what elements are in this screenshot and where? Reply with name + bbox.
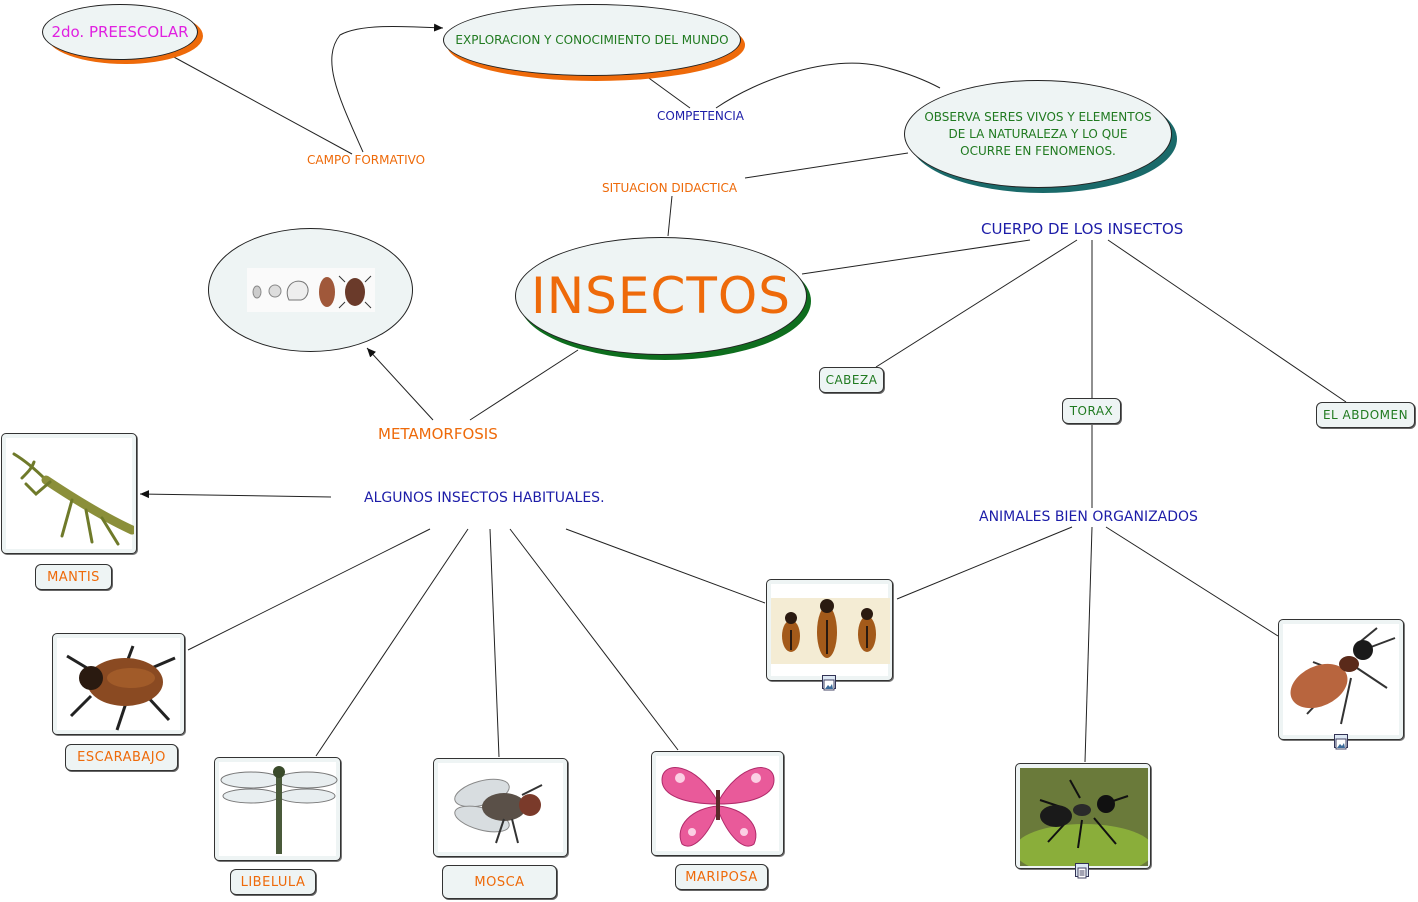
fly-image — [454, 778, 543, 844]
butterfly-image — [661, 767, 775, 847]
competency-label: OBSERVA SERES VIVOS Y ELEMENTOS DE LA NA… — [924, 109, 1152, 158]
metamorphosis-image-node[interactable] — [208, 228, 413, 352]
dragonfly-image — [220, 766, 338, 854]
insect-mosca[interactable]: MOSCA — [442, 865, 557, 899]
beetle-image — [66, 645, 176, 731]
body-part-cabeza-label: CABEZA — [825, 373, 878, 387]
insect-mariposa-label: MARIPOSA — [685, 869, 758, 885]
field-node[interactable]: EXPLORACION Y CONOCIMIENTO DEL MUNDO — [443, 4, 741, 76]
link-label-animales: ANIMALES BIEN ORGANIZADOS — [979, 509, 1198, 525]
insect-libelula-label: LIBELULA — [240, 874, 306, 890]
mosca-image-node[interactable] — [433, 758, 568, 857]
body-part-cabeza[interactable]: CABEZA — [819, 367, 884, 393]
grade-node[interactable]: 2do. PREESCOLAR — [42, 4, 198, 60]
image-attachment-icon[interactable] — [1334, 734, 1348, 750]
insect-escarabajo-label: ESCARABAJO — [77, 750, 166, 765]
insect-mantis-label: MANTIS — [47, 569, 100, 585]
bees-image-node[interactable] — [766, 579, 893, 681]
bees-image — [771, 598, 890, 664]
link-label-algunos: ALGUNOS INSECTOS HABITUALES. — [364, 490, 605, 506]
image-attachment-icon[interactable] — [822, 675, 836, 691]
insect-mariposa[interactable]: MARIPOSA — [675, 864, 768, 890]
insect-mosca-label: MOSCA — [474, 874, 525, 890]
document-attachment-icon[interactable] — [1075, 863, 1089, 879]
insect-escarabajo[interactable]: ESCARABAJO — [65, 744, 178, 771]
grade-label: 2do. PREESCOLAR — [51, 23, 189, 41]
mantis-image-node[interactable] — [1, 433, 137, 554]
main-topic-node[interactable]: INSECTOS — [515, 237, 807, 355]
body-part-abdomen[interactable]: EL ABDOMEN — [1316, 402, 1415, 428]
insect-mantis[interactable]: MANTIS — [35, 564, 112, 590]
libelula-image-node[interactable] — [214, 757, 341, 861]
ant-diagram-image — [1290, 627, 1396, 725]
mantis-image — [12, 452, 136, 546]
mariposa-image-node[interactable] — [651, 751, 784, 856]
link-label-situacion: SITUACION DIDACTICA — [602, 181, 738, 195]
field-label: EXPLORACION Y CONOCIMIENTO DEL MUNDO — [455, 33, 729, 47]
metamorphosis-stages-image — [246, 268, 375, 312]
body-part-abdomen-label: EL ABDOMEN — [1322, 408, 1409, 422]
ant-on-leaf-image — [1016, 768, 1150, 868]
link-label-campo: CAMPO FORMATIVO — [307, 153, 426, 167]
competency-node[interactable]: OBSERVA SERES VIVOS Y ELEMENTOS DE LA NA… — [904, 80, 1172, 188]
main-topic-label: INSECTOS — [530, 267, 792, 325]
body-part-torax-label: TORAX — [1069, 404, 1114, 418]
link-label-metamorfosis: METAMORFOSIS — [378, 425, 498, 443]
link-label-competencia: COMPETENCIA — [657, 109, 745, 123]
ant-abdomen-image-node[interactable] — [1278, 619, 1404, 740]
link-label-cuerpo: CUERPO DE LOS INSECTOS — [981, 220, 1184, 238]
escarabajo-image-node[interactable] — [52, 633, 185, 735]
insect-libelula[interactable]: LIBELULA — [230, 869, 316, 895]
body-part-torax[interactable]: TORAX — [1062, 398, 1121, 424]
ant-leaf-image-node[interactable] — [1015, 763, 1151, 869]
